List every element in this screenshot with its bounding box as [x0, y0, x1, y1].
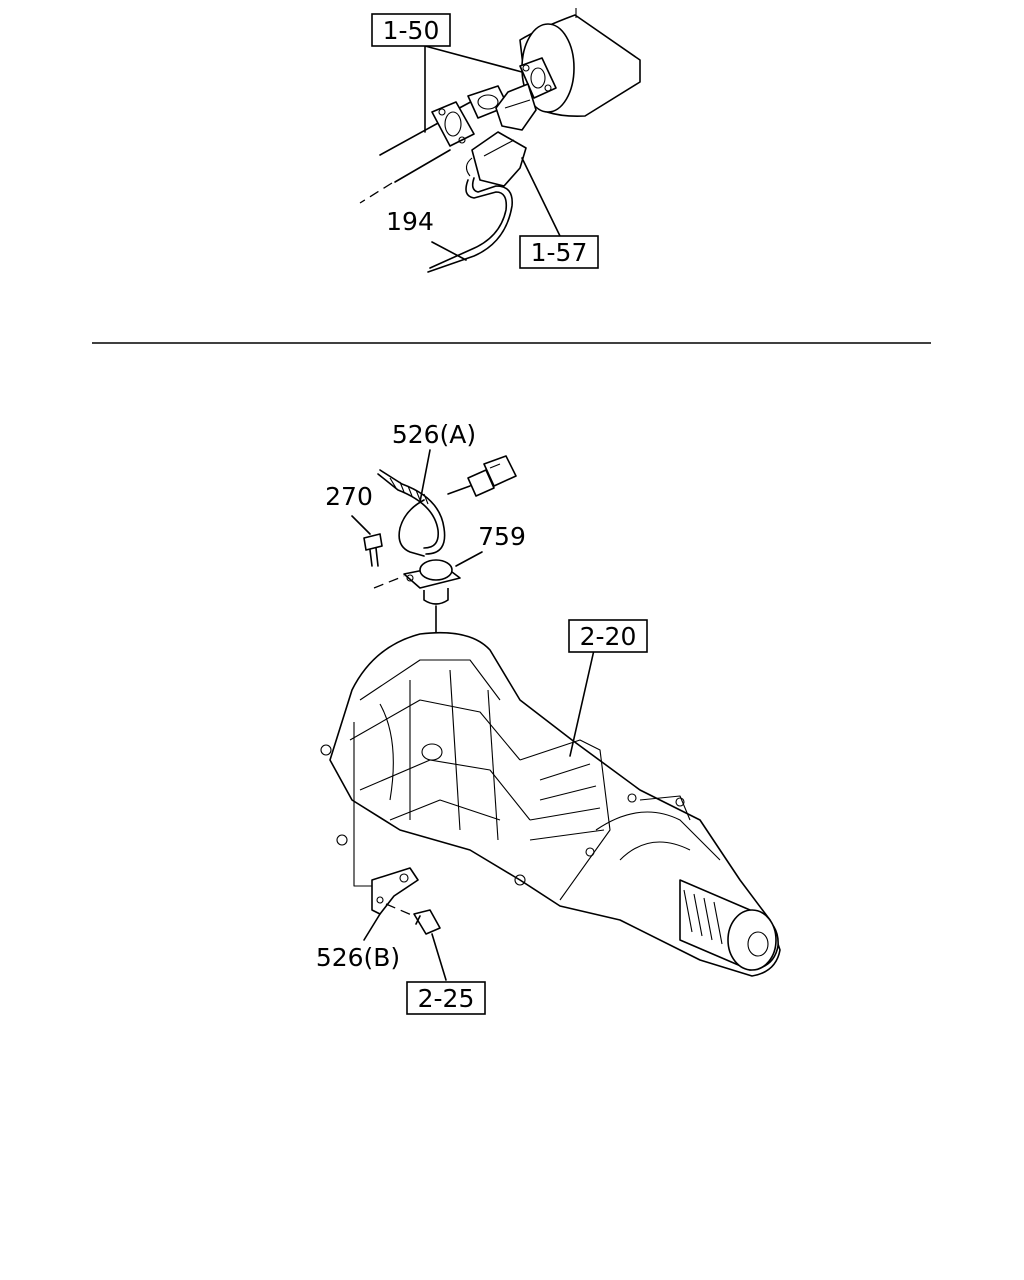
callout-1-50-label: 1-50 — [383, 16, 440, 45]
sensor-bracket — [495, 83, 537, 131]
callout-2-20-label: 2-20 — [580, 622, 637, 651]
pipe-extension-line — [359, 182, 393, 204]
speed-sensor — [403, 559, 461, 605]
callout-2-20: 2-20 — [568, 619, 648, 653]
bolt-2-25-axis — [385, 903, 415, 917]
bolt-270 — [363, 533, 383, 567]
sensor-pipe — [427, 177, 513, 273]
upper-leaders — [424, 45, 561, 261]
upper-exhaust-view: 1-50 1-57 194 — [359, 8, 641, 273]
callout-1-57-label: 1-57 — [531, 238, 588, 267]
callout-1-57: 1-57 — [519, 235, 599, 269]
callout-2-25-label: 2-25 — [418, 984, 475, 1013]
lower-leaders — [351, 449, 595, 981]
transmission-housing — [320, 631, 781, 977]
bolt-270-axis — [373, 575, 405, 589]
label-526a: 526(A) — [392, 420, 476, 449]
label-194: 194 — [386, 207, 434, 236]
callout-1-50: 1-50 — [371, 13, 451, 47]
label-759: 759 — [478, 522, 526, 551]
pipe-flange — [431, 101, 475, 147]
lower-transmission-view: 526(A) 270 759 2-20 526(B) 2-25 — [316, 420, 781, 1015]
sensor-harness — [377, 455, 517, 557]
label-526b: 526(B) — [316, 943, 400, 972]
bolt-2-25 — [413, 909, 441, 935]
sensor-body — [465, 131, 527, 187]
bracket-526b — [371, 867, 419, 915]
bracket-mount-line — [353, 722, 372, 887]
label-270: 270 — [325, 482, 373, 511]
callout-2-25: 2-25 — [406, 981, 486, 1015]
